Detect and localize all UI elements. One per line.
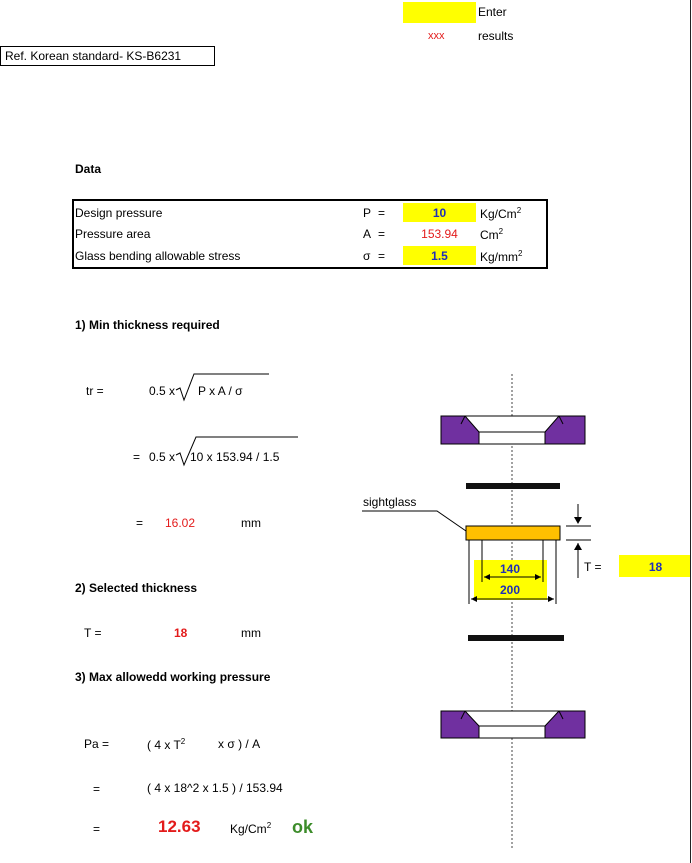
reference-box: Ref. Korean standard- KS-B6231 [0, 46, 215, 66]
tr-result: 16.02 [165, 516, 196, 530]
sqrt-sign-1 [175, 373, 269, 402]
result-eq: = [136, 516, 144, 530]
diagram-t-value: 18 [648, 560, 663, 574]
legend-results-label: results [478, 29, 514, 43]
bottom-gasket [468, 635, 564, 641]
row-pressure-area-label: Pressure area [75, 227, 151, 241]
design-pressure-value: 10 [432, 206, 447, 220]
sqrt-sign-2 [175, 436, 298, 467]
row-allowable-stress-eq: = [378, 249, 386, 263]
legend-result-swatch: xxx [428, 30, 445, 42]
tr-label: tr = [86, 384, 104, 398]
dim-inner: 140 [500, 562, 521, 576]
top-flange [440, 415, 586, 445]
diagram-t-cell [619, 555, 690, 577]
tr-unit: mm [241, 516, 261, 530]
dim-highlight [474, 560, 547, 600]
allowable-stress-value: 1.5 [431, 249, 448, 263]
row-design-pressure-symbol: P [363, 206, 372, 220]
section2-title: 2) Selected thickness [75, 581, 198, 595]
pa-result-eq: = [93, 822, 101, 836]
sightglass-leader [362, 510, 467, 532]
section3-title: 3) Max allowedd working pressure [75, 670, 271, 684]
allowable-stress-unit: Kg/mm2 [480, 249, 523, 264]
pressure-area-unit: Cm2 [480, 227, 504, 242]
t-arrow-top [574, 517, 582, 524]
pa-substituted: ( 4 x 18^2 x 1.5 ) / 153.94 [147, 781, 283, 795]
sub-coef: 0.5 x [149, 450, 176, 464]
sub-eq: = [133, 450, 141, 464]
row-design-pressure-label: Design pressure [75, 206, 163, 220]
formula-root: P x A / σ [198, 384, 243, 398]
row-design-pressure-eq: = [378, 206, 386, 220]
row-pressure-area-symbol: A [363, 227, 372, 241]
sightglass-label: sightglass [363, 495, 417, 509]
t-selected-value: 18 [174, 626, 188, 640]
top-gasket [466, 483, 560, 489]
legend-enter-swatch [403, 2, 476, 23]
row-pressure-area-eq: = [378, 227, 386, 241]
pa-result: 12.63 [158, 817, 201, 836]
diagram-t-label: T = [584, 560, 602, 574]
pa-label: Pa = [84, 737, 110, 751]
formula-coef: 0.5 x [149, 384, 176, 398]
t-arrow-bottom [574, 543, 582, 550]
legend-enter-label: Enter [478, 5, 507, 19]
reference-text: Ref. Korean standard- KS-B6231 [5, 49, 182, 63]
pa-result-unit: Kg/Cm2 [230, 821, 272, 836]
design-pressure-unit: Kg/Cm2 [480, 206, 522, 221]
design-pressure-input[interactable] [403, 203, 476, 222]
t-label: T = [84, 626, 102, 640]
pa-sub-eq: = [93, 782, 101, 796]
row-allowable-stress-symbol: σ [363, 249, 371, 263]
glass-disc [465, 525, 561, 541]
t-unit: mm [241, 626, 261, 640]
section1-title: 1) Min thickness required [75, 318, 220, 332]
data-table [72, 199, 548, 269]
status-ok: ok [292, 817, 314, 837]
allowable-stress-input[interactable] [403, 246, 476, 265]
sheet-right-border [690, 0, 691, 863]
sub-root: 10 x 153.94 / 1.5 [190, 450, 280, 464]
bottom-flange [440, 710, 586, 739]
pressure-area-value: 153.94 [421, 227, 458, 241]
data-title: Data [75, 162, 102, 176]
pa-formula-left: ( 4 x T2 [147, 737, 186, 752]
row-allowable-stress-label: Glass bending allowable stress [75, 249, 241, 263]
pa-formula-right: x σ ) / A [218, 737, 261, 751]
dim-outer: 200 [500, 583, 521, 597]
